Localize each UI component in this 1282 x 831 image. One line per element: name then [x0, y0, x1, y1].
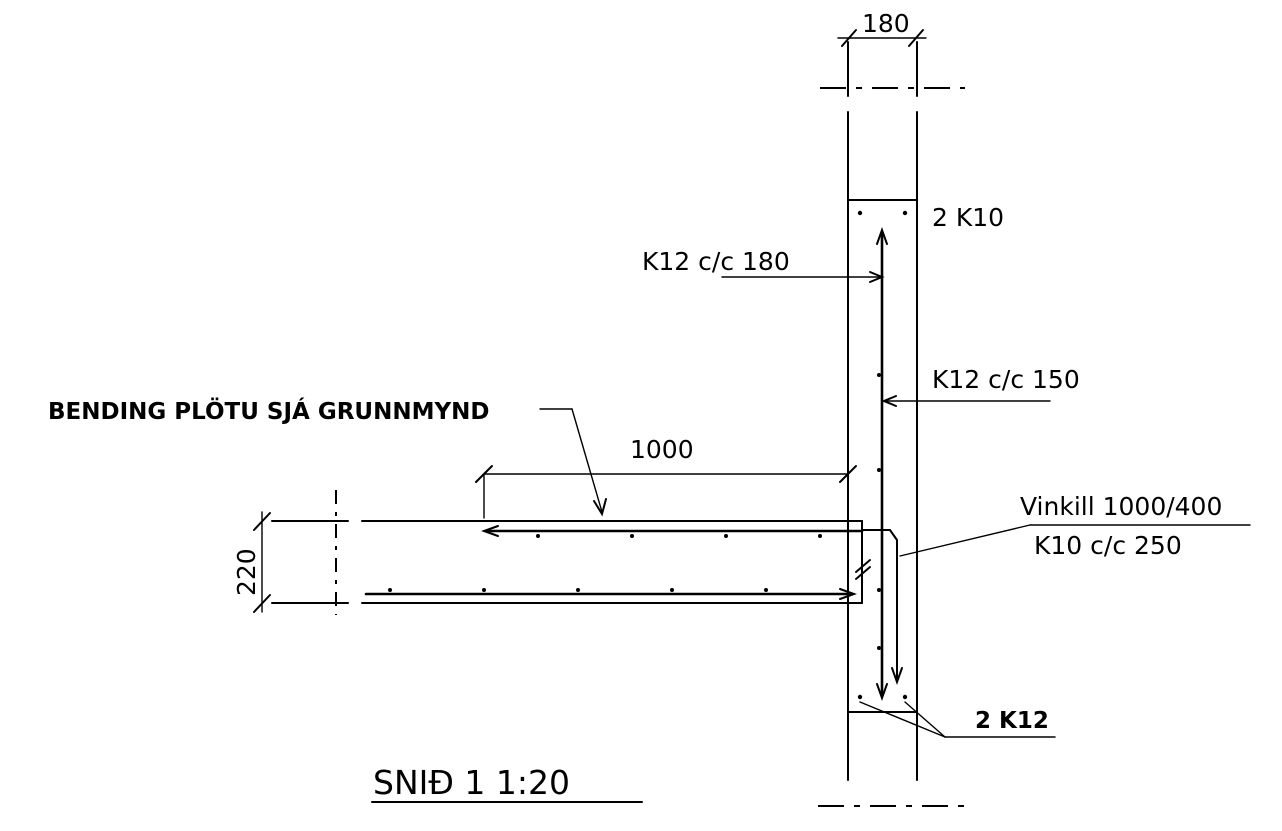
dimension-tick-top [253, 512, 271, 531]
section-title: SNIÐ 1 1:20 [373, 763, 570, 802]
dimension-tick-bottom [253, 594, 271, 613]
dimension-tick-left [841, 29, 857, 47]
wall-rebar-dots [877, 373, 881, 650]
bottom-bars-callout: 2 K12 [857, 694, 1056, 738]
bar-end-arrow [839, 588, 857, 600]
wall-vertical-bars [861, 227, 903, 701]
section-title-block: SNIÐ 1 1:20 [371, 763, 643, 803]
rebar-dot [902, 210, 908, 216]
rebar-dot [818, 534, 822, 538]
bar-end-arrow [876, 227, 888, 245]
leader-arrow [869, 271, 885, 283]
rebar-dot [576, 588, 580, 592]
slab [271, 490, 863, 615]
lap-mark [855, 559, 871, 573]
slab-reinforcement [364, 525, 871, 600]
leader-line [904, 701, 946, 738]
rebar-dot [670, 588, 674, 592]
bar-end-arrow [876, 683, 888, 701]
rebar-dot [388, 588, 392, 592]
wall-bars-left-callout: K12 c/c 180 [642, 247, 885, 283]
wall-width-label: 180 [862, 9, 910, 38]
bar-end-arrow [891, 667, 903, 685]
rebar-dot [902, 694, 908, 700]
dimension-tick-right [908, 29, 924, 47]
rebar-dot [630, 534, 634, 538]
dimension-slab-thickness: 220 [232, 511, 271, 613]
bar-end-arrow [481, 525, 499, 537]
angle-bar-label-line1: Vinkill 1000/400 [1020, 492, 1222, 521]
slab-note-label: BENDING PLÖTU SJÁ GRUNNMYND [48, 397, 489, 425]
rebar-dot [857, 694, 863, 700]
rebar-dot [877, 468, 881, 472]
rebar-dot [877, 373, 881, 377]
rebar-dot [482, 588, 486, 592]
dimension-wall-width: 180 [837, 9, 927, 47]
top-bars-label: 2 K10 [932, 203, 1004, 232]
rebar-dot [877, 588, 881, 592]
lap-mark [855, 566, 871, 580]
rebar-dot [536, 534, 540, 538]
dimension-tick-right [839, 465, 857, 483]
bottom-bars-label: 2 K12 [975, 708, 1049, 734]
wall [818, 41, 970, 807]
slab-length-label: 1000 [630, 435, 694, 464]
wall-bars-left-label: K12 c/c 180 [642, 247, 790, 276]
angle-bar-label-line2: K10 c/c 250 [1034, 531, 1182, 560]
leader-line [571, 408, 603, 513]
slab-note-callout: BENDING PLÖTU SJÁ GRUNNMYND [48, 397, 607, 517]
rebar-dot [877, 646, 881, 650]
dimension-slab-length: 1000 [475, 435, 857, 519]
leader-line [859, 701, 946, 738]
rebar-dot [724, 534, 728, 538]
angle-bar [861, 529, 898, 681]
leader-arrow [881, 395, 897, 407]
leader-line [899, 524, 1031, 557]
dimension-tick-left [475, 465, 493, 483]
rebar-dot [857, 210, 863, 216]
leader-arrow [593, 498, 607, 517]
angle-bar-callout: Vinkill 1000/400 K10 c/c 250 [899, 492, 1251, 560]
rebar-dot [764, 588, 768, 592]
wall-bars-right-label: K12 c/c 150 [932, 365, 1080, 394]
slab-thickness-label: 220 [232, 548, 261, 596]
wall-bars-right-callout: K12 c/c 150 [881, 365, 1080, 407]
